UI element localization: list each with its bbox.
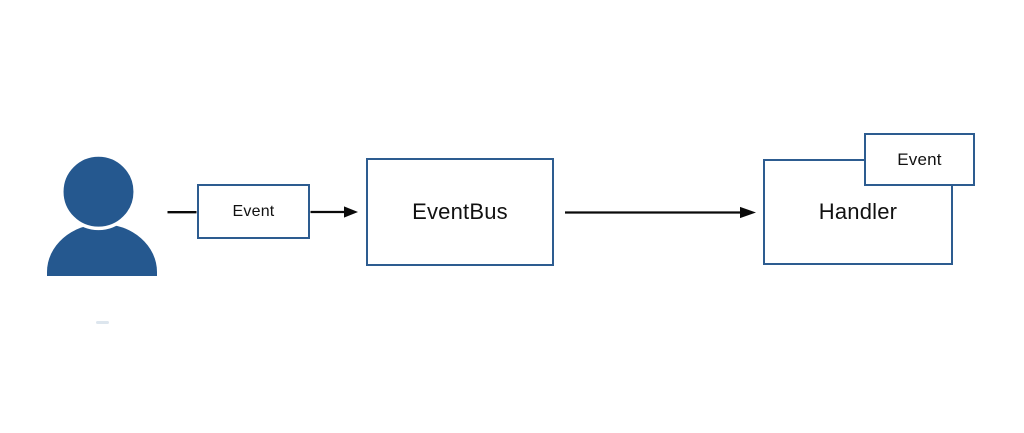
eventbus-box: EventBus xyxy=(366,158,554,266)
event-out-box: Event xyxy=(864,133,975,186)
event-in-box: Event xyxy=(197,184,310,239)
event-out-label: Event xyxy=(897,149,942,169)
arrowhead xyxy=(344,206,358,218)
event-in-label: Event xyxy=(232,202,275,220)
person-head xyxy=(60,153,137,231)
edge-event-to-eventbus xyxy=(310,206,358,218)
faint-smudge xyxy=(96,321,109,324)
arrowhead xyxy=(740,206,756,219)
eventbus-label: EventBus xyxy=(412,199,508,224)
edge-eventbus-to-handler xyxy=(565,206,756,219)
person-body xyxy=(47,224,157,276)
handler-label: Handler xyxy=(818,199,898,224)
person-icon xyxy=(47,153,157,276)
